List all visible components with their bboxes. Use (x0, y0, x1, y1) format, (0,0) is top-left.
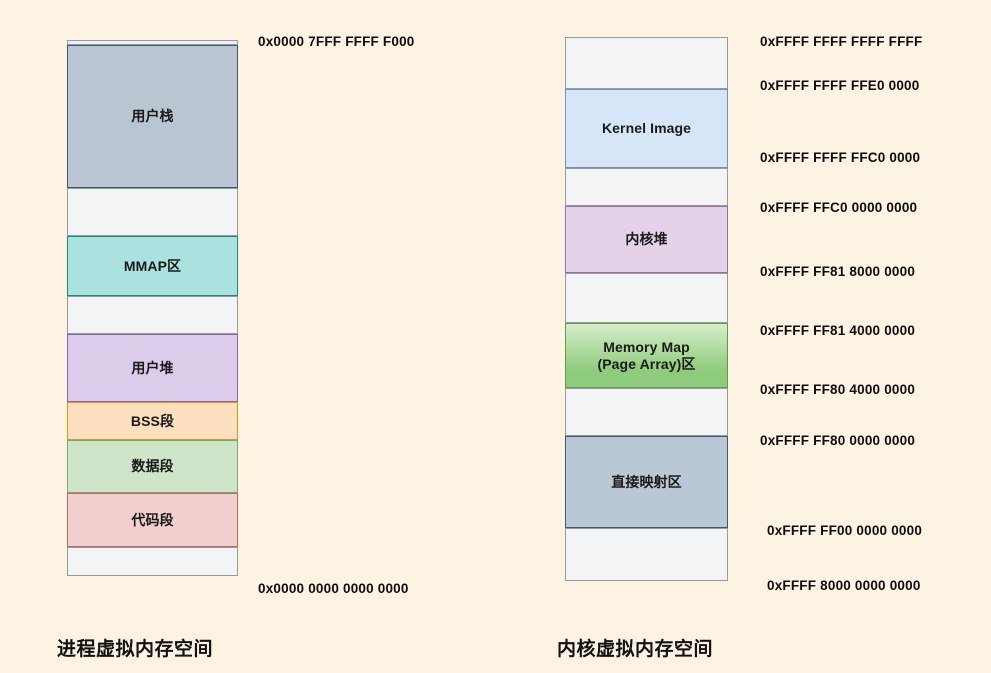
process-block-unused-2 (67, 188, 238, 236)
kernel-space-caption: 内核虚拟内存空间 (557, 639, 714, 660)
kernel-block-stack: Kernel Image 内核堆 Memory Map (Page Array)区直… (565, 37, 728, 581)
kernel-address-label-2: 0xFFFF FFFF FFC0 0000 (760, 150, 921, 165)
process-block-用户栈: 用户栈 (67, 45, 238, 188)
kernel-address-label-9: 0xFFFF 8000 0000 0000 (767, 578, 921, 593)
process-block-用户堆: 用户堆 (67, 334, 238, 402)
kernel-block-label: 内核堆 (625, 231, 668, 248)
process-block-stack: 用户栈 MMAP区用户堆 BSS段数据段代码段 (67, 40, 238, 576)
kernel-address-label-0: 0xFFFF FFFF FFFF FFFF (760, 34, 923, 49)
kernel-address-label-7: 0xFFFF FF80 0000 0000 (760, 433, 916, 448)
kernel-block-unused-0 (565, 37, 728, 89)
kernel-memory-column: Kernel Image 内核堆 Memory Map (Page Array)区直… (565, 37, 728, 581)
process-block-代码段: 代码段 (67, 493, 238, 547)
process-address-label-1: 0x0000 0000 0000 0000 (258, 581, 409, 596)
kernel-address-label-8: 0xFFFF FF00 0000 0000 (767, 523, 923, 538)
kernel-block-unused-4 (565, 273, 728, 323)
process-block-label: 用户堆 (131, 359, 174, 376)
kernel-block-label: Kernel Image (601, 120, 692, 137)
process-block-label: MMAP区 (123, 257, 182, 274)
process-block-unused-4 (67, 296, 238, 334)
process-address-label-0: 0x0000 7FFF FFFF F000 (258, 34, 415, 49)
process-block-unused-0 (67, 40, 238, 45)
kernel-block-内核堆: 内核堆 (565, 206, 728, 273)
kernel-block-直接映射区: 直接映射区 (565, 436, 728, 528)
kernel-block-memory-map-page-array区: Memory Map (Page Array)区 (565, 323, 728, 388)
kernel-address-label-5: 0xFFFF FF81 4000 0000 (760, 323, 916, 338)
kernel-address-label-4: 0xFFFF FF81 8000 0000 (760, 264, 916, 279)
process-block-数据段: 数据段 (67, 440, 238, 493)
kernel-block-unused-6 (565, 388, 728, 436)
process-block-label: BSS段 (130, 412, 175, 429)
process-memory-column: 用户栈 MMAP区用户堆 BSS段数据段代码段 (67, 40, 238, 576)
kernel-address-label-3: 0xFFFF FFC0 0000 0000 (760, 200, 918, 215)
kernel-block-kernel-image: Kernel Image (565, 89, 728, 168)
kernel-block-unused-2 (565, 168, 728, 206)
process-block-label: 代码段 (131, 511, 174, 528)
process-block-label: 数据段 (131, 458, 174, 475)
kernel-address-label-6: 0xFFFF FF80 4000 0000 (760, 382, 916, 397)
kernel-block-label: Memory Map (Page Array)区 (597, 338, 696, 372)
process-block-mmap区: MMAP区 (67, 236, 238, 296)
process-block-bss段: BSS段 (67, 402, 238, 440)
process-space-caption: 进程虚拟内存空间 (57, 639, 214, 660)
kernel-block-unused-8 (565, 528, 728, 581)
process-block-unused-9 (67, 547, 238, 576)
kernel-block-label: 直接映射区 (611, 473, 682, 490)
process-block-label: 用户栈 (131, 108, 174, 125)
kernel-address-label-1: 0xFFFF FFFF FFE0 0000 (760, 78, 920, 93)
